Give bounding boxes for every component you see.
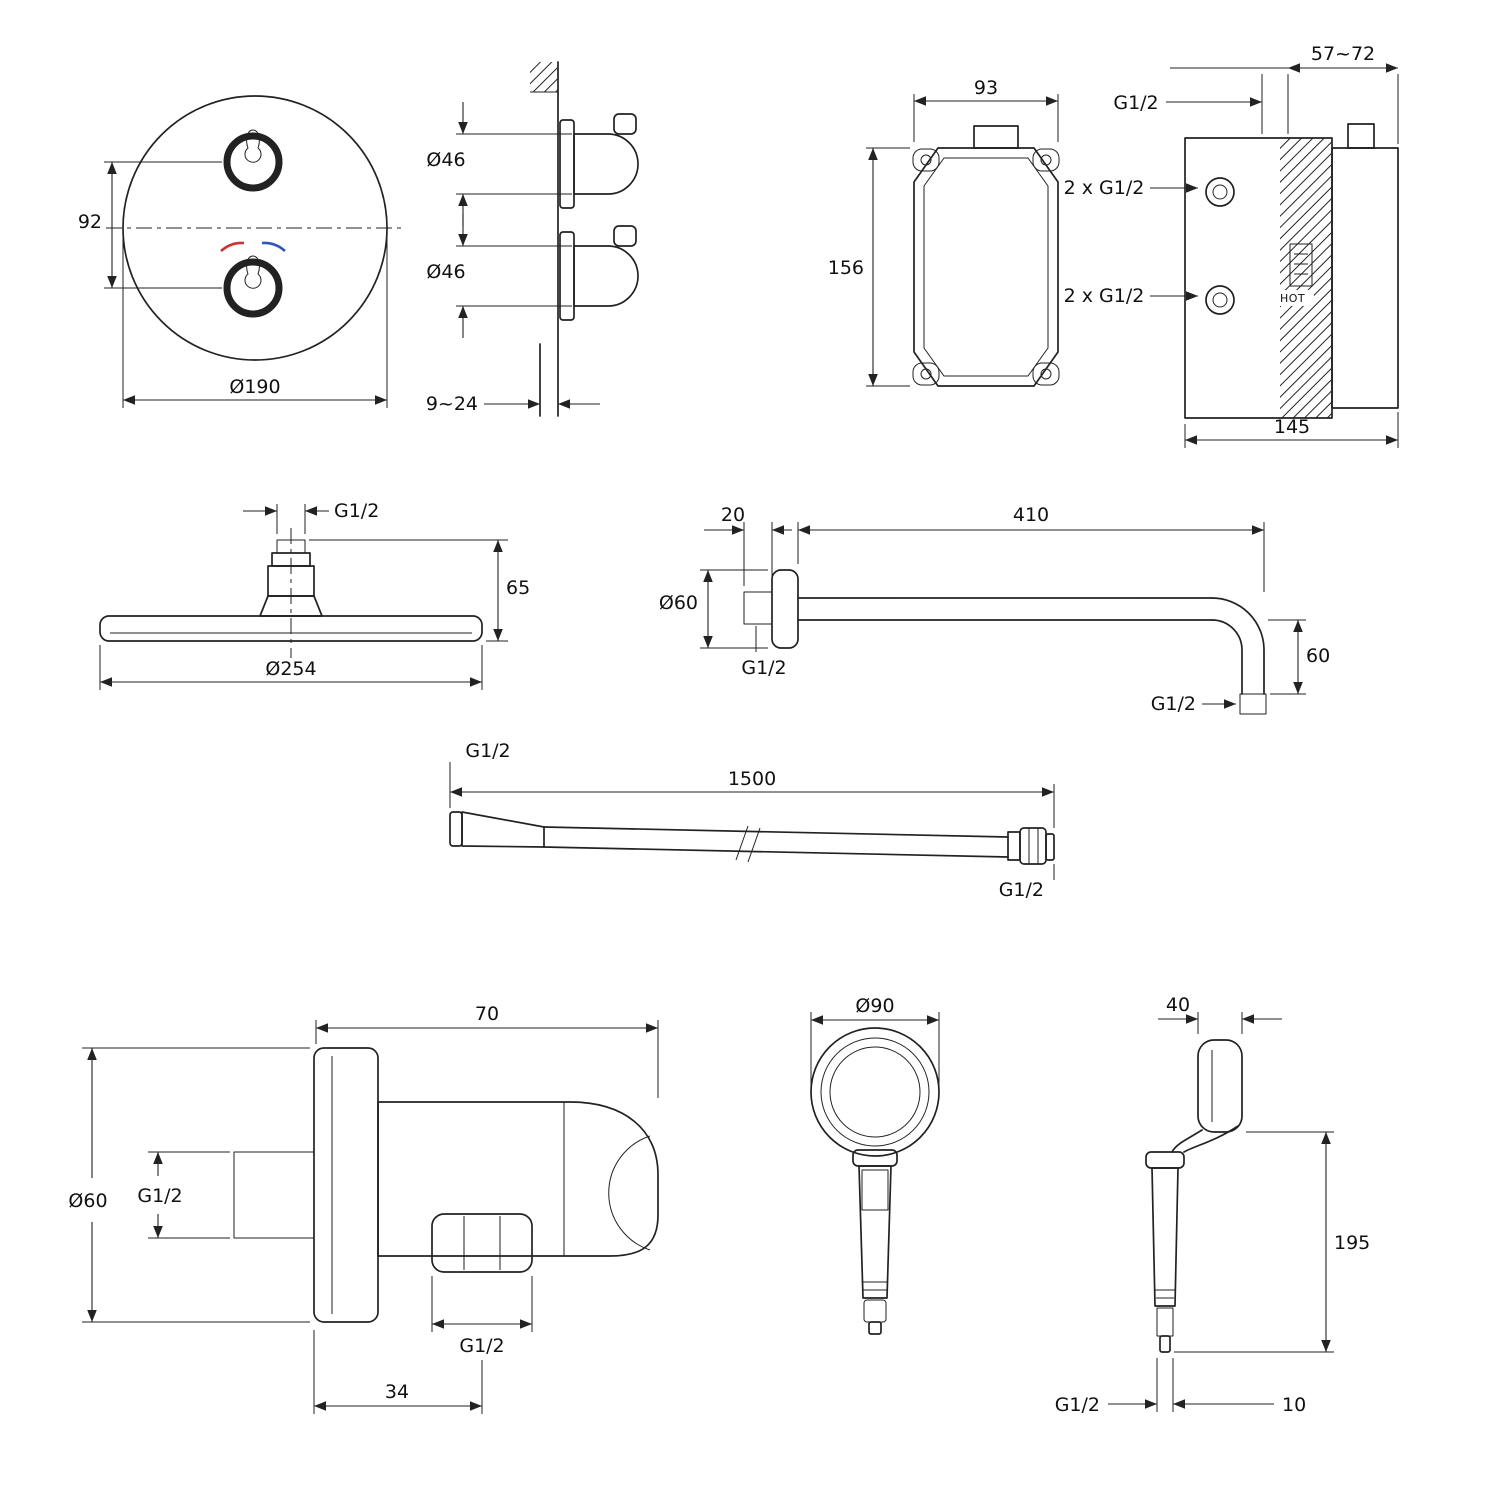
dim-arm-length: 410 [1013,504,1049,526]
dim-outlet-flange-diameter: Ø60 [68,1190,107,1212]
dim-hose-end-thread: G1/2 [999,879,1044,901]
dim-handset-head-depth: 40 [1166,994,1190,1016]
hose-left-fitting [461,811,545,848]
arm-end-thread [1239,693,1267,715]
outlet-nut [431,1213,533,1273]
cold-indicator-arc [261,241,286,252]
label-upper-ports: 2 x G1/2 [1064,177,1145,199]
shower-head-view: G1/2 65 Ø254 [99,500,530,690]
bottom-knob-keyhole [244,255,262,289]
box-top-connector [973,125,1019,149]
holder-body [377,1101,659,1257]
dim-wall-depth-range: 9~24 [426,393,478,415]
dim-head-diameter: Ø254 [265,658,316,680]
handset-head [810,1027,940,1157]
box-upper-port [1205,177,1235,207]
inwall-box-side-view: HOT 57~72 G1/2 2 x G1/2 2 x G1/2 145 [1064,43,1399,448]
dim-outlet-depth: 70 [475,1003,499,1025]
arm-flange [771,569,799,649]
label-lower-ports: 2 x G1/2 [1064,285,1145,307]
handset-side-view: 40 195 G1/2 10 [1055,994,1371,1416]
dim-hose-length: 1500 [728,768,776,790]
dim-handset-length: 195 [1334,1232,1370,1254]
top-knob-keyhole [244,129,262,163]
shower-arm-view: 20 410 Ø60 G1/2 60 G1/2 [659,504,1330,715]
dim-arm-flange-diameter: Ø60 [659,592,698,614]
box-outline [913,147,1059,387]
handset-head-side [1197,1039,1243,1133]
head-plate [99,615,483,642]
box-lower-port [1205,285,1235,315]
wall-hatch [530,62,558,92]
outlet-flange [313,1047,379,1323]
dim-plate-diameter: Ø190 [229,376,280,398]
handset-handle-side [1151,1167,1179,1307]
dim-hose-top-thread: G1/2 [465,740,510,762]
dim-arm-thread-length: 20 [721,504,745,526]
dim-box-height: 156 [828,257,864,279]
box-top-tab [1347,123,1375,149]
dim-handset-thread: G1/2 [1055,1394,1100,1416]
handset-front-view: Ø90 [810,995,940,1335]
handset-tip-thread [1156,1307,1174,1337]
valve-side-view: Ø46 Ø46 9~24 [426,61,639,417]
dim-arm-end-thread: G1/2 [1151,693,1196,715]
valve-front-view: 92 Ø190 [78,95,404,408]
handset-spray-face [829,1046,921,1138]
hot-marking: HOT [1280,292,1305,305]
box-hatch-band [1280,138,1332,418]
arm-wall-thread [743,591,773,625]
dim-knob-spacing: 92 [78,211,102,233]
box-back-housing [1331,147,1399,409]
dim-arm-drop: 60 [1306,645,1330,667]
dim-box-depth-range: 57~72 [1311,43,1375,65]
dim-top-knob-diameter: Ø46 [426,149,465,171]
dim-head-height: 65 [506,577,530,599]
label-box-inlet-thread: G1/2 [1113,92,1158,114]
hot-indicator-arc [220,241,245,252]
valve-bottom-knob [223,258,283,318]
dim-bottom-knob-diameter: Ø46 [426,261,465,283]
dim-box-side-width: 145 [1274,416,1310,438]
shower-hose-view: 1500 G1/2 G1/2 [449,740,1055,901]
dim-arm-wall-thread: G1/2 [741,657,786,679]
holder-cradle [608,1135,651,1251]
dim-outlet-inlet-thread: G1/2 [137,1185,182,1207]
handset-handle [858,1165,892,1299]
dim-handset-head-diameter: Ø90 [855,995,894,1017]
inwall-box-front-view: 93 156 [828,77,1060,387]
wall-outlet-view: 70 Ø60 G1/2 G1/2 34 [68,1003,659,1414]
valve-top-knob [223,132,283,192]
outlet-inlet-thread [233,1151,315,1239]
valve-plate-outline [122,95,388,361]
hose-right-nut [1019,827,1047,865]
dim-handset-tip-diameter: 10 [1282,1394,1306,1416]
dim-outlet-offset: 34 [385,1381,409,1403]
dim-outlet-outlet-thread: G1/2 [459,1335,504,1357]
dim-head-thread: G1/2 [334,500,379,522]
dim-box-width: 93 [974,77,998,99]
box-label-sticker [1289,243,1313,287]
